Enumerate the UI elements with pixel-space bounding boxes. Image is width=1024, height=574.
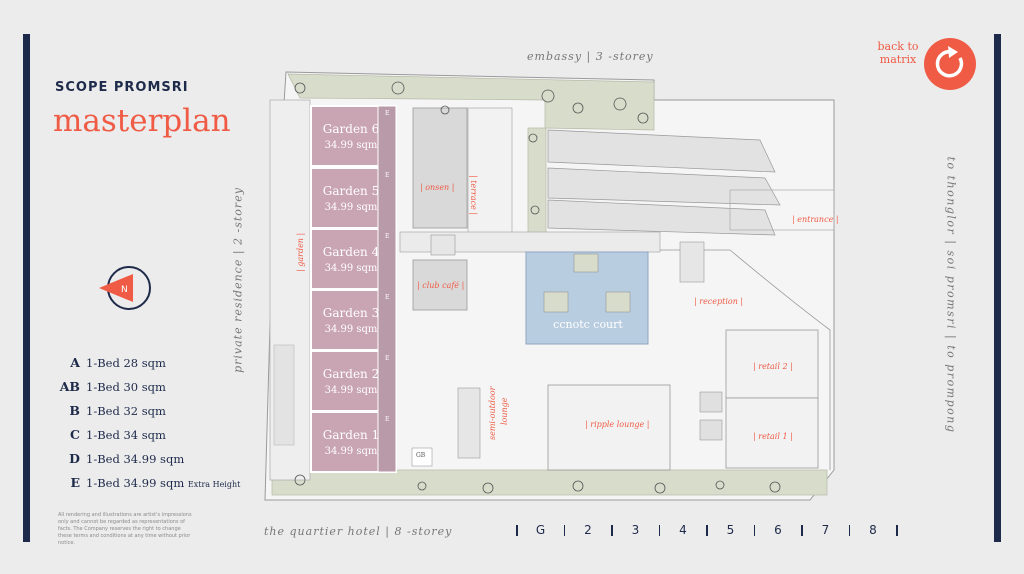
- area-garden-label: | garden |: [296, 232, 305, 272]
- area-entrance-label: | entrance |: [792, 215, 839, 224]
- compass-letter: N: [121, 285, 128, 295]
- refresh-icon[interactable]: [924, 38, 976, 90]
- floor-tab-5[interactable]: 5: [726, 523, 735, 537]
- floor-tab-3[interactable]: 3: [631, 523, 640, 537]
- disclaimer: All rendering and illustrations are arti…: [58, 512, 192, 546]
- neighbor-top-label: embassy | 3 -storey: [527, 50, 654, 63]
- page-title: masterplan: [53, 103, 231, 139]
- area-terrace-label: | terrace |: [469, 175, 478, 216]
- area-reception-label: | reception |: [694, 297, 744, 306]
- area-court-label: ccnotc court: [553, 318, 623, 331]
- gb-label: GB: [416, 452, 426, 459]
- right-frame-bar: [994, 34, 1001, 542]
- floor-selector: G 2 3 4 5 6 7 8: [505, 523, 909, 537]
- floor-tab-6[interactable]: 6: [774, 523, 782, 537]
- area-club-cafe-label: | club café |: [417, 281, 465, 290]
- area-onsen-label: | onsen |: [420, 183, 455, 192]
- compass-icon: N: [99, 266, 151, 310]
- area-ripple-lounge-label: | ripple lounge |: [585, 420, 650, 429]
- area-semi-outdoor-lounge-label: semi-outdoor lounge: [488, 386, 509, 440]
- floor-tab-8[interactable]: 8: [869, 523, 877, 537]
- area-retail-2-label: | retail 2 |: [753, 362, 793, 371]
- floor-tab-4[interactable]: 4: [679, 523, 687, 537]
- floor-tab-g[interactable]: G: [535, 523, 546, 537]
- brand-logo: SCOPE PROMSRI: [55, 80, 189, 95]
- area-retail-1-label: | retail 1 |: [753, 432, 793, 441]
- neighbor-bottom-label: the quartier hotel | 8 -storey: [264, 525, 453, 538]
- floor-tab-2[interactable]: 2: [584, 523, 592, 537]
- left-frame-bar: [23, 34, 30, 542]
- floor-tab-7[interactable]: 7: [821, 523, 830, 537]
